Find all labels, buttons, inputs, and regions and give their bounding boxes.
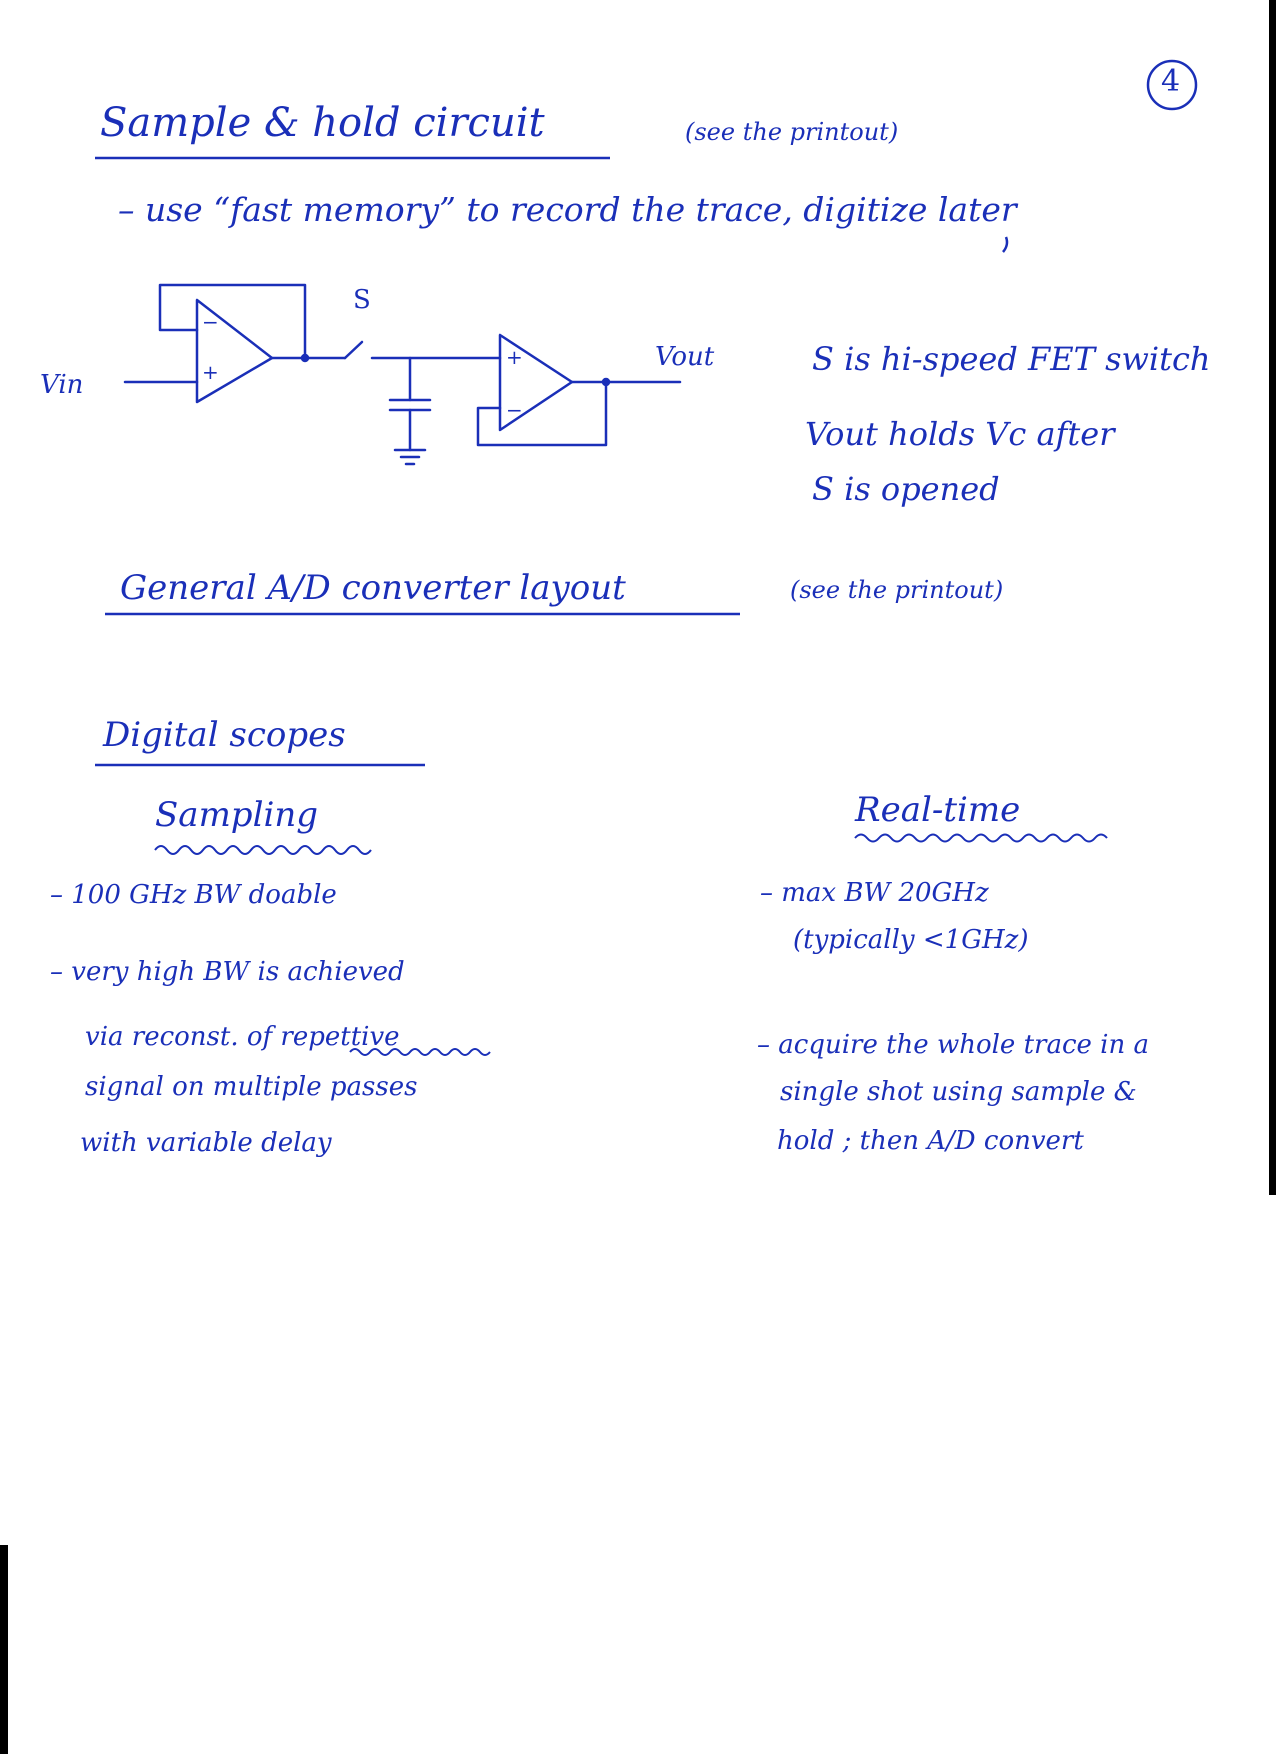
circuit-note-2: Vout holds Vc after (805, 415, 1115, 453)
section-title-digital-scopes: Digital scopes (103, 715, 346, 755)
sample-hold-circuit (123, 283, 682, 466)
wavy-underline-repettive (349, 1048, 491, 1056)
sampling-bullet-2: – very high BW is achieved (50, 957, 405, 987)
sampling-heading: Sampling (155, 795, 318, 835)
section-title-sample-hold: Sample & hold circuit (100, 100, 545, 146)
realtime-bullet-2: (typically <1GHz) (793, 925, 1029, 955)
sampling-bullet-3: via reconst. of repettive (85, 1022, 400, 1052)
circuit-label-vin: Vin (40, 370, 84, 400)
page-number: 4 (1161, 64, 1181, 99)
opamp2-minus-label: − (506, 398, 523, 422)
sampling-bullet-1: – 100 GHz BW doable (50, 880, 337, 910)
realtime-bullet-1: – max BW 20GHz (760, 878, 989, 908)
realtime-bullet-3: – acquire the whole trace in a (757, 1030, 1149, 1060)
sample-hold-bullet: – use “fast memory” to record the trace,… (118, 190, 1017, 229)
opamp2-plus-label: + (506, 345, 523, 369)
scan-edge-right (1269, 0, 1276, 1195)
page-number-circle (1146, 59, 1198, 111)
realtime-bullet-4: single shot using sample & (780, 1077, 1137, 1107)
realtime-bullet-5: hold ; then A/D convert (777, 1126, 1084, 1156)
circuit-label-vout: Vout (655, 342, 715, 372)
opamp-2 (498, 333, 574, 432)
sampling-bullet-5: with variable delay (80, 1128, 332, 1158)
opamp1-minus-label: − (202, 310, 219, 334)
section-title-ad: General A/D converter layout (120, 568, 626, 608)
realtime-heading: Real-time (855, 790, 1021, 830)
feedback-2 (476, 380, 608, 447)
comma-mark (1002, 236, 1009, 253)
opamp1-plus-label: + (202, 360, 219, 384)
wavy-underline-sampling (154, 845, 372, 855)
wavy-underline-realtime (854, 833, 1108, 843)
ad-printout-note: (see the printout) (790, 576, 1004, 604)
sample-hold-printout-note: (see the printout) (685, 118, 899, 146)
junction-dot-1 (300, 353, 310, 363)
feedback-1 (158, 283, 307, 360)
circuit-note-3: S is opened (812, 470, 1000, 508)
circuit-note-1: S is hi-speed FET switch (812, 340, 1211, 378)
scan-edge-left (0, 1545, 8, 1754)
switch-s (343, 340, 364, 360)
opamp-1 (195, 298, 274, 404)
sampling-bullet-4: signal on multiple passes (85, 1072, 418, 1102)
circuit-label-switch: S (353, 285, 371, 315)
